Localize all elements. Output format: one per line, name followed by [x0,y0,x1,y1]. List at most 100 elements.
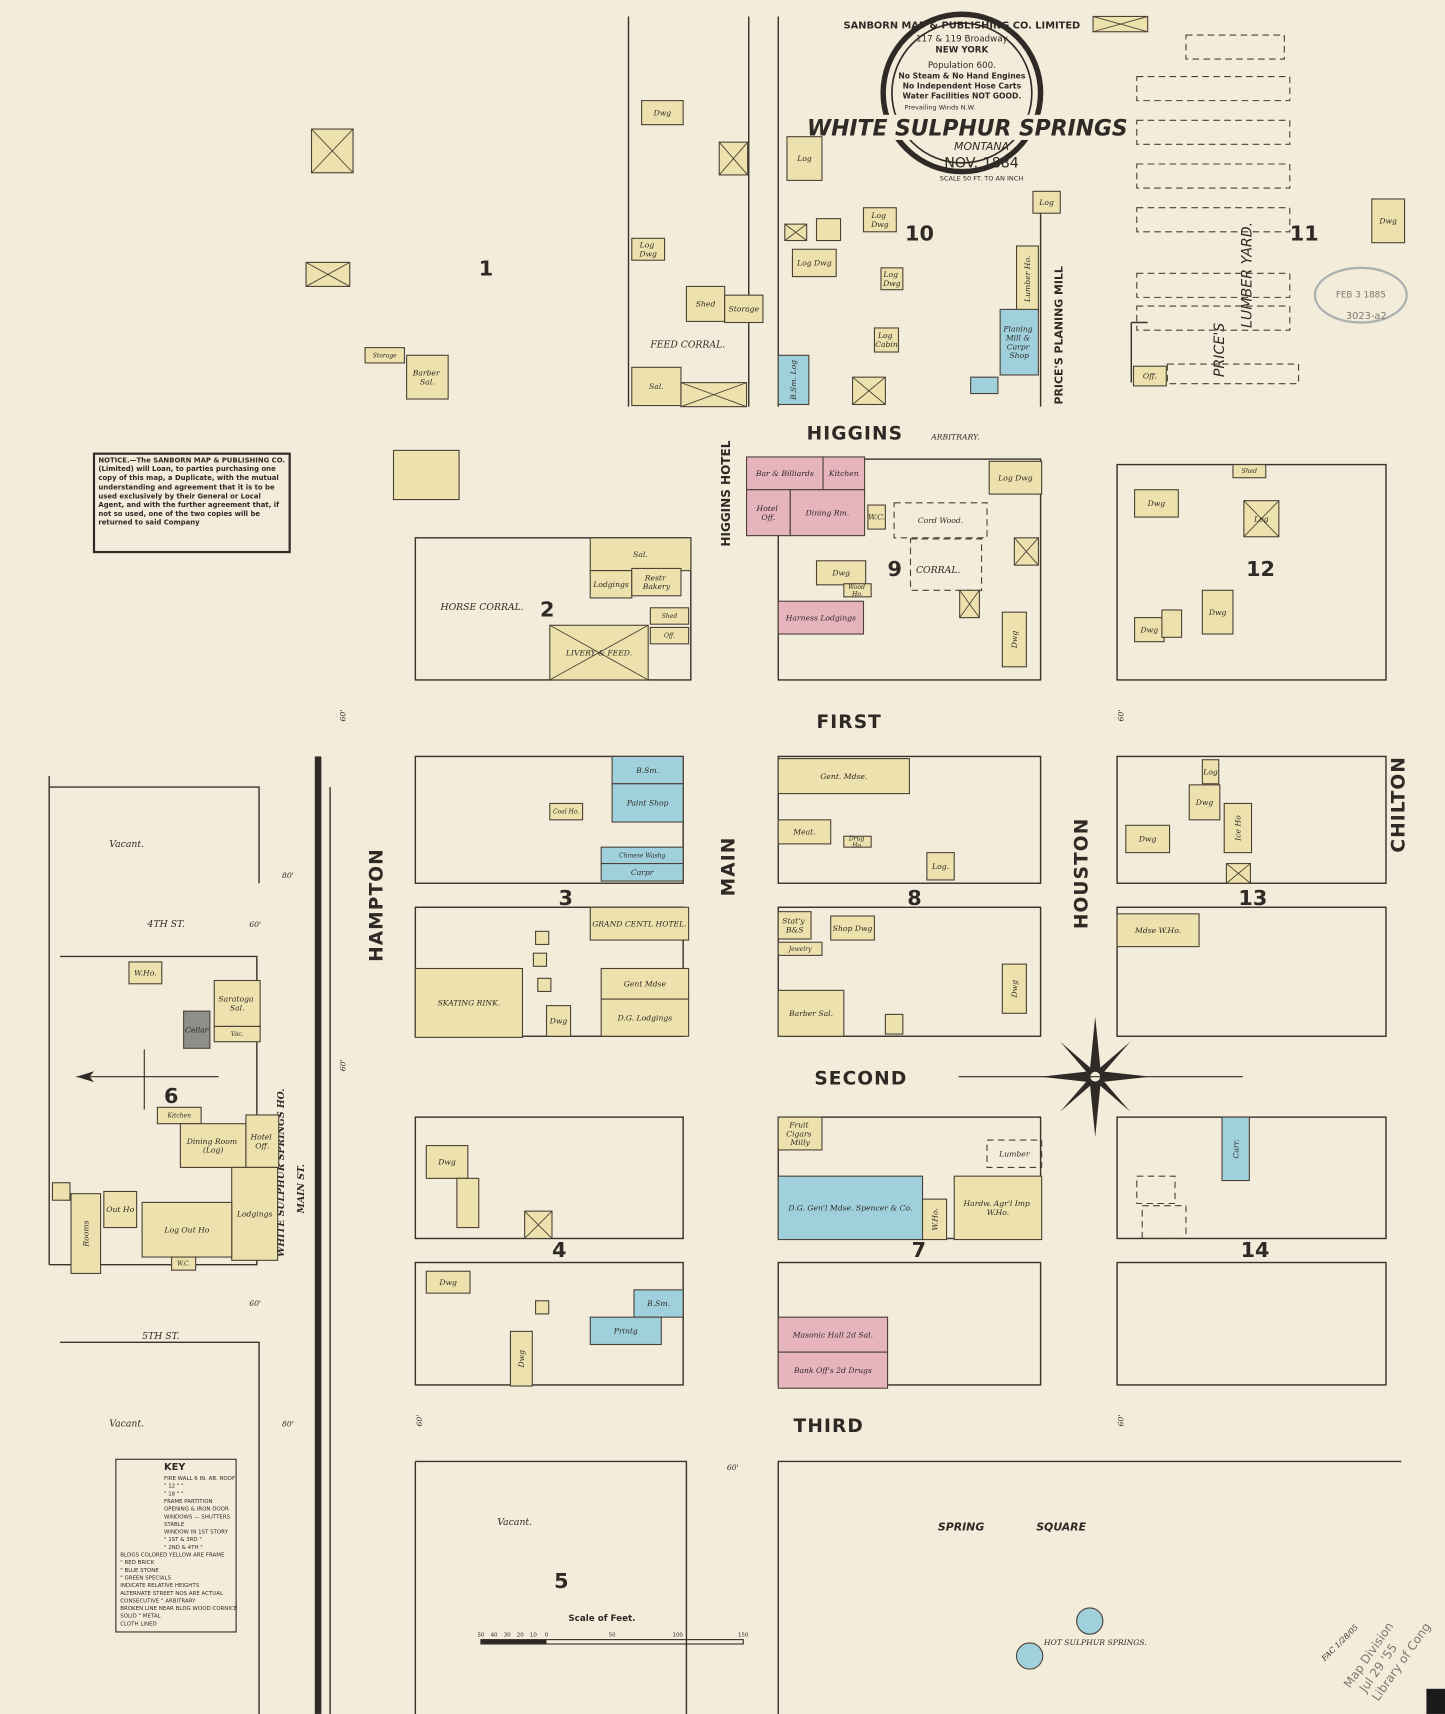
publisher: SANBORN MAP & PUBLISHING CO. LIMITED [844,20,1081,31]
building-label: Dwg [653,108,672,117]
building-b4-dwg3: Dwg [509,1330,533,1387]
building-label: Dwg [517,1350,526,1369]
key-line: " 1ST & 3RD " [164,1537,202,1543]
hose-carts: No Independent Hose Carts [903,82,1022,91]
building-footprint [406,354,449,400]
building-label: Barber Sal. [788,1009,833,1018]
wss-house-label: WHITE SULPHUR SPRINGS HO. [276,1089,287,1257]
building-label: Kitchen [167,1113,192,1120]
building-label: Log [1038,198,1054,207]
title-cartouche: SANBORN MAP & PUBLISHING CO. LIMITED 117… [807,11,1128,182]
building-b4-print: Printg [589,1316,662,1346]
block-number: 8 [907,886,921,910]
building-footprint [746,456,824,491]
building-footprint [70,1193,102,1274]
building-b3-paint: Paint Shop [611,783,684,823]
building-label: B.Sm. [635,766,659,775]
key-line: CLOTH LINED [120,1621,156,1627]
building-label: SKATING RINK. [438,999,501,1008]
key-line: FRAME PARTITION [164,1499,213,1505]
building-label: Shed [662,613,678,620]
scale-tick: 0 [545,1632,549,1638]
building-footprint [128,961,163,985]
building-b8-meat: Meat. [777,819,832,845]
planing-mill-label: PRICE'S PLANING MILL [1052,266,1065,404]
building-footprint [600,998,690,1037]
building-b2-off: Off. [649,626,690,645]
building-label: Shop Dwg [833,924,873,933]
building-label: W.Ho. [930,1208,939,1231]
building-label: Out Ho [106,1205,134,1214]
building-footprint [777,758,910,795]
building-b8-drug: Drug Ho. [843,835,872,849]
building-label: Sal. [633,550,648,559]
building-label: Stat'y B&S [782,917,807,935]
building-b14-carr: Carr. [1221,1116,1250,1182]
building-b6-cellar: Cellar [183,1010,211,1049]
building-label: Dwg [1195,798,1214,807]
street-main: MAIN [719,837,740,897]
street-main-st: MAIN ST. [296,1164,307,1214]
building-b2-shed: Shed [649,607,690,625]
building-label: Lumber [998,1149,1031,1158]
building-footprint [1032,190,1061,214]
building-label: Log Dwg [882,270,901,288]
scale-tick: 30 [504,1632,511,1638]
stable-cross [680,382,747,408]
key-line: SOLID " METAL [120,1614,161,1620]
building-footprint [724,294,764,324]
building-footprint [611,783,684,823]
building-label: Log [796,154,812,163]
block-numbers: 1 2 3 4 5 6 7 8 9 10 11 12 13 14 [164,222,1319,1594]
boundary-line [314,756,322,1714]
building-b12-dwg1: Dwg [1134,489,1179,518]
publisher-address: 117 & 119 Broadway [916,35,1008,45]
key-line: STABLE [164,1522,185,1528]
building-b9-dwg1: Dwg [815,560,867,586]
map-key: KEY FIRE WALL 6 IN. AB. ROOF" 12 " "" 18… [115,1458,238,1633]
outbuilding [524,1210,553,1240]
building-footprint [777,911,812,940]
building-b9-wood: Wood Ho. [843,583,872,598]
building-label: Saratoga Sal. [218,995,256,1013]
street-width: 60' [415,1415,424,1427]
building-label: Log Out Ho [163,1225,209,1234]
building-b8-gent: Gent. Mdse. [777,758,910,795]
building-footprint [843,583,872,598]
higgins-hotel-label: HIGGINS HOTEL [719,440,733,546]
building-b4-dwg2: Dwg [425,1270,471,1294]
building-b10-log: Log [1032,190,1061,214]
building-footprint [777,941,823,956]
scan-edge [1426,1688,1445,1714]
building-b6-out-ho2: Out Ho [103,1190,138,1229]
building-b12-dwg3: Dwg [1201,589,1234,635]
building-footprint [589,1316,662,1346]
building-b9-dwg2: Dwg [1001,611,1027,668]
stable-cross [1243,500,1280,538]
building-label: Chinese Washg [619,852,665,859]
building-b8-dwg: Dwg [1001,963,1027,1014]
scale-tick: 10 [530,1632,537,1638]
street-width: 60' [249,1299,261,1308]
outbuilding [456,1177,480,1229]
building-label: Log [1202,767,1218,776]
building-b7-hardw: Hardw. Agr'l Imp W.Ho. [953,1175,1043,1241]
building-label: D.G. Lodgings [617,1013,673,1022]
outbuilding [535,930,550,945]
building-b10-sal: Sal. [631,366,682,407]
building-label: Fruit Cigars Milly [786,1120,814,1147]
building-b13-dwg1: Dwg [1188,784,1221,821]
scale-tick: 50 [609,1632,616,1638]
building-footprint [777,1316,889,1353]
building-label: Log [1253,514,1269,523]
stable-cross [852,376,886,405]
street-hampton: HAMPTON [367,848,388,962]
building-b6-dining: Dining Room (Log) [179,1123,247,1168]
building-b10-log-dwg1: Log Dwg [631,237,666,261]
building-label: W.C. [868,513,885,522]
building-footprint [1116,913,1200,948]
spring-square-label: SPRING [938,1520,984,1533]
building-b8-jewelry: Jewelry [777,941,823,956]
building-b13-ice: Ice Ho [1223,802,1253,854]
